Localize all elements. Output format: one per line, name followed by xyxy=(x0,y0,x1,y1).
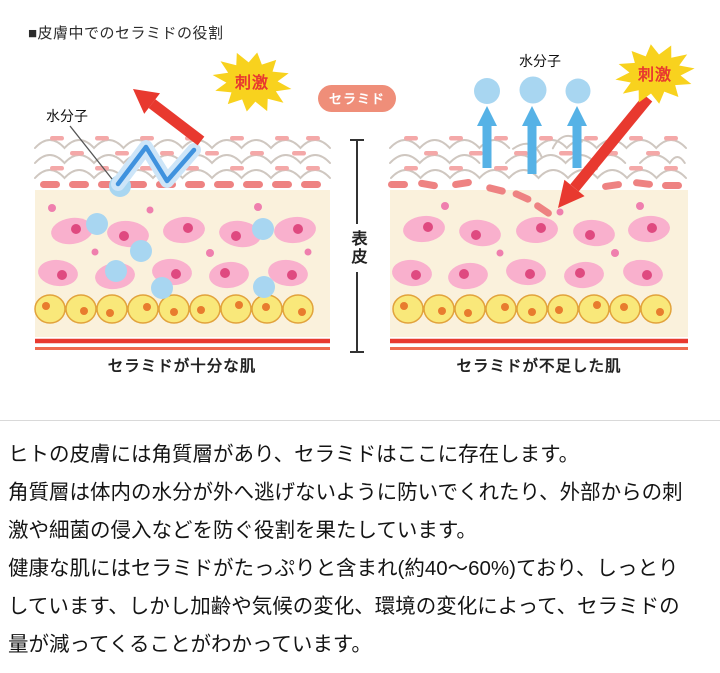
water-label-right: 水分子 xyxy=(519,53,561,69)
body-paragraph-3: 健康な肌にはセラミドがたっぷりと含まれ(約40〜60%)ており、しっとりしていま… xyxy=(8,557,680,656)
body-paragraph-1: ヒトの皮膚には角質層があり、セラミドはここに存在します。 xyxy=(8,443,580,466)
divider-line xyxy=(0,420,720,421)
stimulus-text-left: 刺激 xyxy=(234,73,269,92)
stimulus-burst-left: 刺激 xyxy=(207,45,297,119)
lipid-dashes-right xyxy=(404,136,678,171)
body-paragraph-2: 角質層は体内の水分が外へ逃げないように防いでくれたり、外部からの刺激や細菌の侵入… xyxy=(8,481,683,542)
skin-panel-right: 水分子 セラミドが不足した肌 xyxy=(388,53,688,375)
water-molecules-escaped xyxy=(474,76,591,104)
ceramide-badge: セラミド xyxy=(318,85,396,112)
ceramide-layer-right-broken xyxy=(388,178,682,217)
caption-left: セラミドが十分な肌 xyxy=(108,356,257,375)
badge-shape xyxy=(318,85,396,112)
water-label-leader-line xyxy=(69,125,113,180)
epidermis-bracket: 表皮 xyxy=(349,139,369,353)
yellow-cells-right xyxy=(392,294,672,324)
stimulus-reflect-arrow-icon xyxy=(133,89,205,146)
skin-diagram: 水分子 セラミドが十分な肌 刺激 セラミド 表皮 xyxy=(34,38,699,375)
stimulus-penetrate-arrow-icon xyxy=(558,94,653,208)
pink-cells-right xyxy=(392,202,670,290)
diagram-title: ■皮膚中でのセラミドの役割 xyxy=(28,25,224,42)
caption-right: セラミドが不足した肌 xyxy=(456,356,621,375)
yellow-cells-left xyxy=(34,294,314,324)
description-text: ヒトの皮膚には角質層があり、セラミドはここに存在します。 角質層は体内の水分が外… xyxy=(8,436,686,664)
ceramide-layer-left xyxy=(40,181,321,188)
basement-lines-left xyxy=(35,338,330,350)
ceramide-badge-label: セラミド xyxy=(329,92,385,107)
skin-panel-left: 水分子 セラミドが十分な肌 xyxy=(34,89,331,375)
stimulus-burst-right: 刺激 xyxy=(611,38,699,110)
water-escape-arrows-icon xyxy=(477,106,587,174)
water-label-left: 水分子 xyxy=(46,108,88,124)
water-barrier-zigzag-icon xyxy=(111,140,201,191)
stimulus-text-right: 刺激 xyxy=(637,65,672,84)
basement-lines-right xyxy=(390,338,688,350)
pink-cells-left xyxy=(38,203,316,290)
epidermis-label: 表皮 xyxy=(349,229,369,266)
